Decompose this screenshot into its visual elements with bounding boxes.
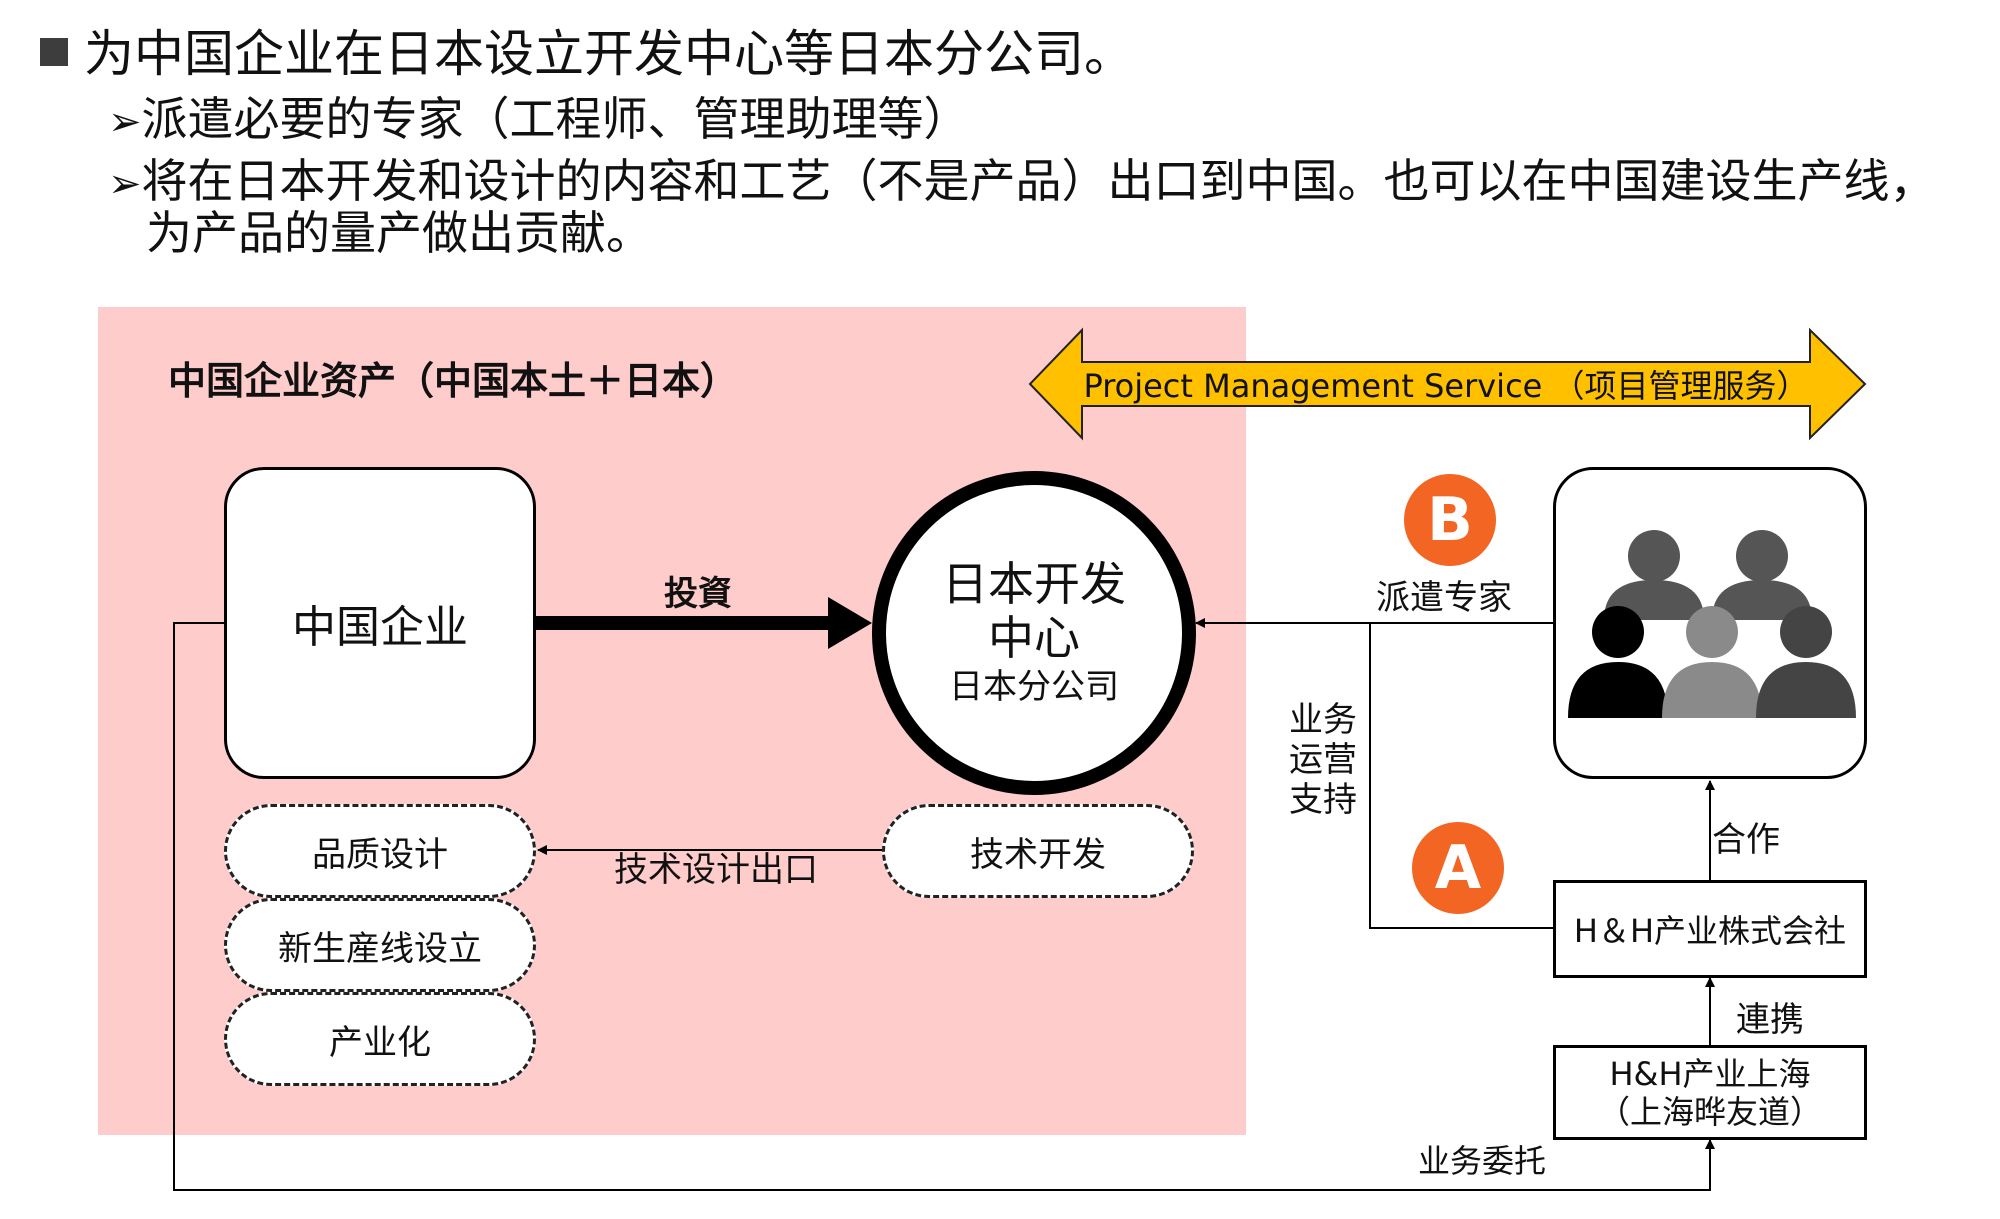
outsourcing-label: 业务委托 <box>1418 1142 1547 1180</box>
quality-design-box: 品质设计 <box>224 804 536 898</box>
hh-corp-box: H＆H产业株式会社 <box>1553 880 1867 978</box>
industrialize-box: 产业化 <box>224 992 536 1086</box>
industrialize-label: 产业化 <box>329 1022 431 1063</box>
people-group-icon <box>1568 530 1856 718</box>
new-line-label: 新生産线设立 <box>278 928 482 969</box>
tech-export-label: 技术设计出口 <box>614 850 818 890</box>
invest-label: 投資 <box>664 574 732 614</box>
heading-bullet-square <box>40 38 68 66</box>
quality-design-label: 品质设计 <box>312 834 448 875</box>
dispatch-experts-label: 派遣专家 <box>1376 578 1512 618</box>
hh-shanghai-line1: H&H产业上海 <box>1609 1054 1811 1093</box>
pms-label: Project Management Service （项目管理服务） <box>1083 367 1809 405</box>
dev-center-title-1: 日本开发 <box>942 557 1126 611</box>
tech-dev-box: 技术开发 <box>882 804 1194 898</box>
bullet-1-text: 派遣必要的专家（工程师、管理助理等） <box>141 92 970 146</box>
hh-shanghai-line2: （上海晔友道） <box>1597 1092 1822 1131</box>
outsourcing-line <box>173 622 1715 1191</box>
pms-double-arrow <box>1028 327 1867 441</box>
ops-support-label: 业务 运营 支持 <box>1289 700 1357 820</box>
badge-a: A <box>1412 822 1504 914</box>
arrow-bullet-icon: ➢ <box>108 99 142 145</box>
china-company-box: 中国企业 <box>224 467 536 779</box>
arrow-bullet-icon: ➢ <box>108 161 142 207</box>
link-label: 連携 <box>1736 1000 1804 1040</box>
hh-shanghai-box: H&H产业上海 （上海晔友道） <box>1553 1045 1867 1140</box>
new-line-box: 新生産线设立 <box>224 898 536 992</box>
dev-center-subtitle: 日本分公司 <box>949 667 1119 707</box>
cooperation-label: 合作 <box>1712 820 1780 860</box>
assets-title: 中国企业资产（中国本土＋日本） <box>168 359 739 403</box>
tech-dev-label: 技术开发 <box>970 834 1106 875</box>
badge-b: B <box>1404 474 1496 566</box>
hh-corp-label: H＆H产业株式会社 <box>1573 912 1847 950</box>
bullet-2: ➢将在日本开发和设计的内容和工艺（不是产品）出口到中国。也可以在中国建设生产线， <box>108 154 1936 211</box>
experts-box <box>1553 467 1867 779</box>
china-company-label: 中国企业 <box>292 602 468 653</box>
dev-center-title-2: 中心 <box>988 611 1080 665</box>
bullet-1: ➢派遣必要的专家（工程师、管理助理等） <box>108 92 970 149</box>
bullet-2-continuation: 为产品的量产做出贡献。 <box>146 206 652 260</box>
ops-support-line <box>1369 623 1553 929</box>
page-title: 为中国企业在日本设立开发中心等日本分公司。 <box>84 25 1134 83</box>
bullet-2-text: 将在日本开发和设计的内容和工艺（不是产品）出口到中国。也可以在中国建设生产线， <box>141 154 1936 208</box>
invest-arrow-head <box>828 597 872 649</box>
dev-center-circle: 日本开发 中心 日本分公司 <box>872 471 1196 795</box>
